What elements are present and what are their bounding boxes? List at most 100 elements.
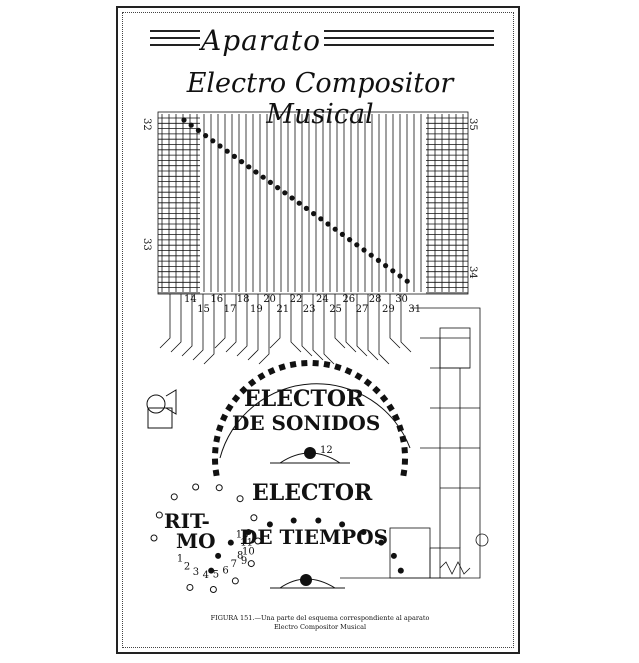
sonido-contact (363, 378, 373, 387)
title-electro-compositor: Electro Compositor Musical (186, 68, 454, 130)
terminal-number: 30 (395, 294, 408, 305)
sonido-contact (213, 435, 221, 443)
matrix-contact (224, 148, 230, 154)
elector-sonidos-dial: ELECTOR DE SONIDOS 12 (211, 359, 411, 477)
ritmo-label-1: RIT- (164, 509, 210, 533)
figure-caption: FIGURA 151.—Una parte del esquema corres… (140, 614, 500, 632)
sonido-contact (231, 394, 241, 403)
title-rule-right (324, 30, 494, 51)
matrix-contact (404, 278, 410, 284)
sonido-contact (212, 469, 220, 477)
sonido-contact (400, 469, 408, 477)
sonido-contact (220, 413, 228, 422)
ritmo-number: 4 (203, 570, 209, 581)
matrix-contact (253, 169, 259, 175)
sonido-contact (301, 359, 308, 367)
label-33: 33 (141, 238, 152, 251)
ritmo-contact (170, 493, 178, 501)
tiempo-contact (266, 521, 273, 528)
sonido-contact (344, 367, 353, 376)
ritmo-contact (231, 577, 239, 585)
elector-tiempos-dial: ELECTOR DE TIEMPOS (208, 480, 404, 589)
switch-matrix (157, 111, 469, 295)
sonido-contact (401, 458, 409, 465)
tiempo-contact (227, 539, 234, 546)
elector-tiempos-label-2: DE TIEMPOS (240, 525, 388, 549)
sonido-contact (396, 424, 404, 432)
matrix-contact (267, 179, 273, 185)
sonido-contact (372, 385, 381, 395)
label-32: 32 (141, 118, 152, 131)
matrix-contact (318, 216, 324, 222)
ritmo-number: 3 (193, 567, 199, 578)
sonido-contact (216, 424, 224, 432)
terminal-number: 14 (184, 294, 197, 305)
ritmo-number: 9 (241, 556, 247, 567)
terminal-number: 18 (237, 294, 250, 305)
terminal-number: 28 (369, 294, 382, 305)
sonido-contact (211, 458, 219, 465)
ritmo-number: 11 (240, 538, 253, 549)
terminal-number: 24 (316, 294, 329, 305)
tiempo-contact (290, 517, 297, 524)
sonido-contact (278, 363, 286, 371)
label-12: 12 (320, 445, 333, 456)
terminal-number: 16 (210, 294, 223, 305)
terminal-number: 23 (303, 304, 316, 315)
terminal-number: 25 (329, 304, 342, 315)
sonido-contact (323, 361, 331, 368)
diagonal-contacts (181, 117, 410, 284)
sonido-contact (247, 378, 257, 387)
matrix-contact (354, 242, 360, 248)
matrix-contact (375, 257, 381, 263)
tiempo-contact (245, 528, 252, 535)
matrix-contact (397, 273, 403, 279)
matrix-contact (289, 195, 295, 201)
matrix-contact (325, 221, 331, 227)
terminal-number: 20 (263, 294, 276, 305)
terminal-number: 26 (342, 294, 355, 305)
sonido-contact (334, 363, 342, 371)
matrix-contact (246, 164, 252, 170)
sonido-contact (257, 372, 266, 381)
ritmo-number: 10 (242, 547, 255, 558)
outer-border (116, 6, 520, 654)
lead-wires (159, 294, 412, 365)
sonido-contact (401, 447, 408, 454)
sonido-contact (399, 435, 407, 443)
matrix-contact (347, 237, 353, 243)
caption-line-1: FIGURA 151.—Una parte del esquema corres… (210, 614, 430, 622)
speaker-device (146, 389, 177, 429)
ritmo-label-2: MO (176, 529, 216, 553)
sonido-contact (379, 394, 389, 403)
title-aparato: Aparato (200, 24, 322, 57)
ritmo-contact (215, 484, 223, 492)
matrix-contact (275, 185, 281, 191)
ritmo-contact (186, 583, 194, 591)
terminal-number: 21 (276, 304, 289, 315)
terminal-number: 19 (250, 304, 263, 315)
matrix-contact (311, 211, 317, 217)
ritmo-number: 6 (222, 566, 228, 577)
tiempo-contact (315, 517, 322, 524)
matrix-contact (231, 153, 237, 159)
schematic-diagram: 32 35 33 34 1415161718192021222324252627… (141, 111, 489, 593)
sonido-contact (212, 447, 219, 454)
sonido-contact (354, 372, 363, 381)
caption-line-2: Electro Compositor Musical (273, 623, 367, 631)
matrix-contact (368, 252, 374, 258)
elector-sonidos-label-1: ELECTOR (244, 386, 365, 412)
elector-sonidos-label-2: DE SONIDOS (232, 411, 380, 435)
sonido-contact (312, 359, 319, 367)
terminal-number: 29 (382, 304, 395, 315)
matrix-contact (260, 174, 266, 180)
ritmo-number: 2 (184, 562, 190, 573)
ritmo-contact (250, 514, 258, 522)
sonido-contact (225, 403, 234, 412)
tiempo-contact (397, 567, 404, 574)
tiempo-contact (378, 539, 385, 546)
title-rule-left (150, 30, 200, 51)
